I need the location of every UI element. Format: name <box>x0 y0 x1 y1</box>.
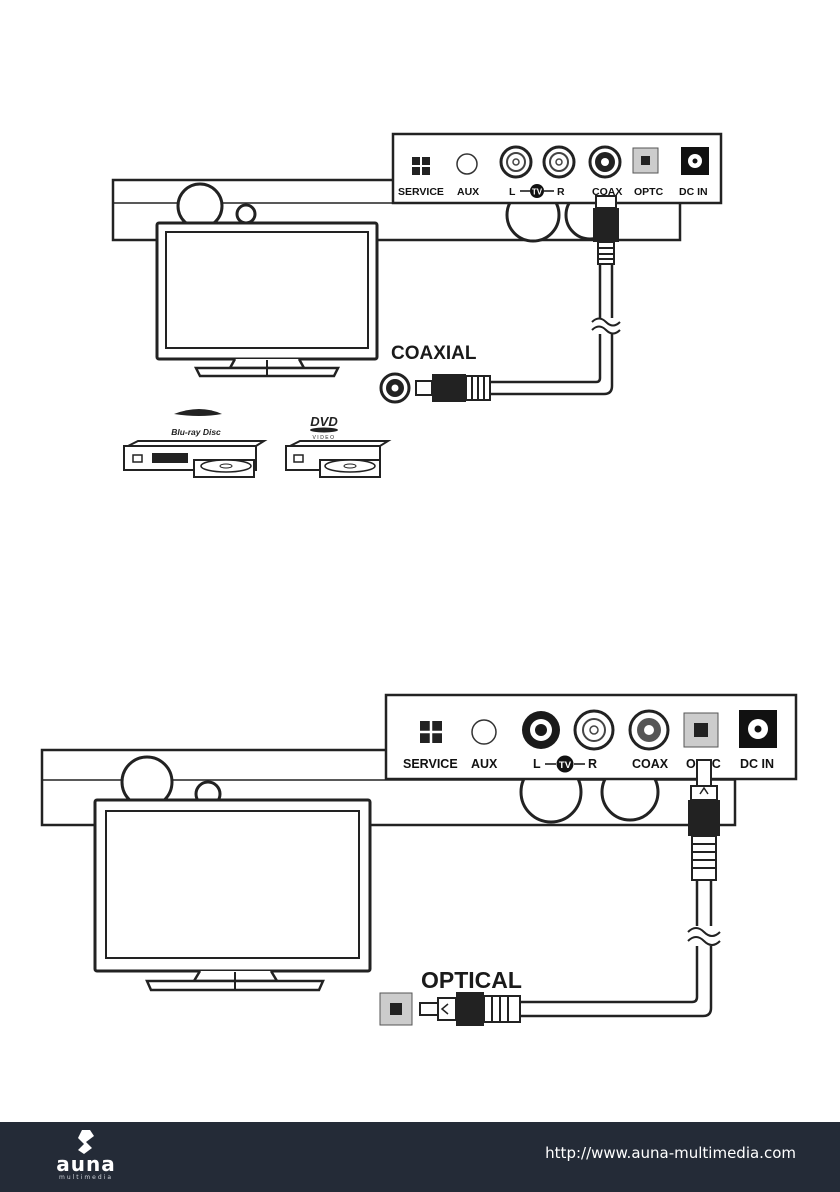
soundbar-speaker <box>178 184 222 228</box>
rca-r-port-icon <box>544 147 574 177</box>
optical-diagram-svg: SERVICE AUX L TV R COAX OPTC DC IN <box>0 560 840 1120</box>
aux-port-icon <box>472 720 496 744</box>
soundbar-speaker-small <box>237 205 255 223</box>
bluray-logo-icon: Blu-ray Disc <box>171 409 222 437</box>
coax-port-icon <box>590 147 620 177</box>
aux-label: AUX <box>457 186 479 198</box>
service-label: SERVICE <box>398 186 444 198</box>
aux-port-icon <box>457 154 477 174</box>
coaxial-diagram-svg: SERVICE AUX L TV R COAX OPTC DC IN <box>0 0 840 520</box>
tv-icon <box>95 800 370 990</box>
aux-label: AUX <box>471 757 498 771</box>
dc-in-port-icon <box>739 710 777 748</box>
dc-in-port-icon <box>681 147 709 175</box>
coax-jack-icon <box>381 374 409 402</box>
brand-tagline: multimedia <box>44 1174 128 1181</box>
tv-icon <box>157 223 377 376</box>
optical-port-icon <box>633 148 658 173</box>
rca-r-port-icon <box>575 711 613 749</box>
tv-label: TV <box>559 760 572 771</box>
coaxial-label: COAXIAL <box>391 343 477 364</box>
l-label: L <box>533 757 541 771</box>
rca-l-port-icon <box>522 711 560 749</box>
coax-label: COAX <box>632 757 669 771</box>
footer-bar: auna multimedia http://www.auna-multimed… <box>0 1122 840 1192</box>
service-port-icon <box>412 157 430 175</box>
website-url[interactable]: http://www.auna-multimedia.com <box>545 1144 796 1162</box>
r-label: R <box>557 186 565 198</box>
dvd-logo-icon: DVD VIDEO <box>310 414 338 441</box>
service-label: SERVICE <box>403 757 458 771</box>
dc-in-label: DC IN <box>679 186 708 198</box>
optical-jack-icon <box>380 993 412 1025</box>
coax-port-icon <box>630 711 668 749</box>
brand-name: auna <box>44 1152 128 1176</box>
bluray-player-icon <box>124 441 264 477</box>
service-port-icon <box>420 721 442 743</box>
dvd-logo-text: DVD <box>310 414 338 429</box>
bluray-logo-text: Blu-ray Disc <box>171 427 221 437</box>
dc-in-label: DC IN <box>740 757 774 771</box>
rca-l-port-icon <box>501 147 531 177</box>
dvd-player-icon <box>286 441 388 477</box>
optical-label: OPTICAL <box>421 967 522 993</box>
optc-label: OPTC <box>634 186 664 198</box>
optical-port-icon <box>684 713 718 747</box>
r-label: R <box>588 757 597 771</box>
coaxial-connection-diagram: SERVICE AUX L TV R COAX OPTC DC IN <box>0 0 840 520</box>
tv-label: TV <box>532 188 543 197</box>
l-label: L <box>509 186 516 198</box>
optical-connection-diagram: SERVICE AUX L TV R COAX OPTC DC IN <box>0 560 840 1120</box>
